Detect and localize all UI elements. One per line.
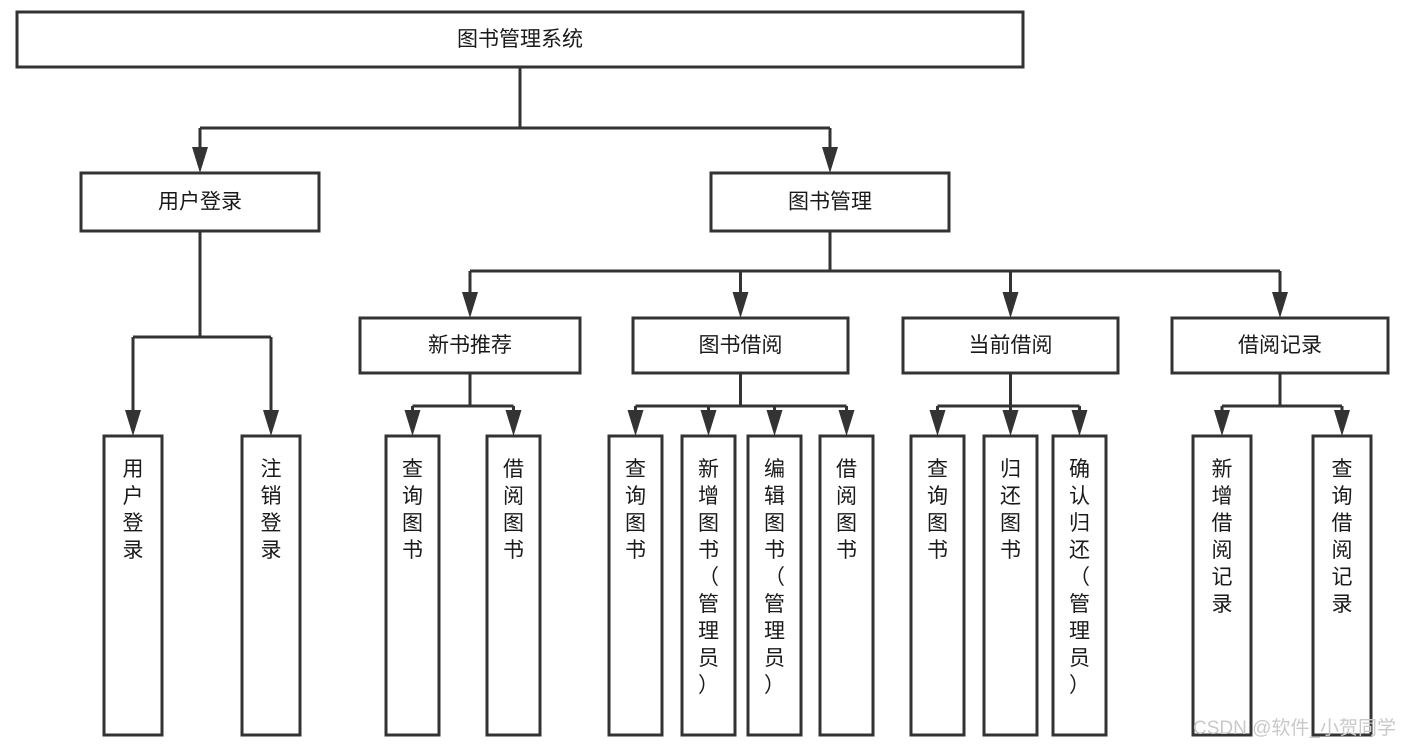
node-label: 注销登录	[261, 458, 282, 562]
csdn-watermark: CSDN @软件_小贺同学	[1193, 717, 1396, 739]
arrow-head-leaf-query-book-3	[929, 410, 946, 436]
arrow-head-leaf-user-login	[125, 410, 141, 436]
node-box	[818, 434, 875, 737]
node-label: 当前借阅	[969, 334, 1053, 357]
node-label: 图书借阅	[699, 334, 783, 357]
node-label: 确认归还（管理员）	[1069, 458, 1090, 697]
node-box	[909, 434, 966, 737]
node-user-login[interactable]: 用户登录	[79, 171, 321, 233]
node-leaf-query-record[interactable]: 查询借阅记录	[1311, 434, 1373, 737]
node-box	[485, 434, 542, 737]
node-box	[1191, 434, 1253, 737]
node-box	[102, 434, 164, 737]
node-leaf-query-book-2[interactable]: 查询图书	[607, 434, 664, 737]
node-new-book-rec[interactable]: 新书推荐	[358, 316, 582, 375]
node-box	[240, 434, 302, 737]
arrow-head-leaf-query-book-1	[404, 410, 421, 436]
node-box	[384, 434, 441, 737]
node-current-borrow[interactable]: 当前借阅	[901, 316, 1120, 375]
node-label: 归还图书	[1000, 458, 1021, 562]
node-box	[358, 316, 582, 375]
node-box	[607, 434, 664, 737]
node-box	[982, 434, 1039, 737]
node-label: 编辑图书（管理员）	[764, 458, 785, 697]
node-label: 查询借阅记录	[1332, 458, 1353, 616]
node-box	[631, 316, 850, 375]
node-label: 查询图书	[625, 458, 646, 562]
node-box	[709, 171, 951, 233]
node-box	[1051, 434, 1108, 737]
node-label: 新书推荐	[428, 334, 512, 357]
arrow-head-current-borrow	[1002, 292, 1019, 318]
arrow-head-leaf-add-book	[700, 410, 717, 436]
node-box	[1311, 434, 1373, 737]
arrow-head-leaf-return-book	[1002, 410, 1019, 436]
node-box	[15, 10, 1025, 69]
node-leaf-add-record[interactable]: 新增借阅记录	[1191, 434, 1253, 737]
arrow-head-leaf-edit-book	[766, 410, 783, 436]
arrow-head-user-login	[192, 147, 208, 173]
node-leaf-borrow-book-2[interactable]: 借阅图书	[818, 434, 875, 737]
node-label: 查询图书	[402, 458, 423, 562]
node-label: 新增图书（管理员）	[698, 458, 719, 697]
arrow-head-leaf-query-record	[1334, 410, 1350, 436]
node-leaf-query-book-1[interactable]: 查询图书	[384, 434, 441, 737]
node-book-borrow[interactable]: 图书借阅	[631, 316, 850, 375]
node-label: 用户登录	[158, 191, 242, 214]
node-box	[901, 316, 1120, 375]
arrow-head-leaf-add-record	[1214, 410, 1230, 436]
arrow-head-leaf-logout	[263, 410, 279, 436]
node-box	[746, 434, 803, 737]
node-label: 图书管理	[788, 191, 872, 214]
arrow-head-leaf-borrow-book-2	[838, 410, 855, 436]
node-leaf-confirm-return[interactable]: 确认归还（管理员）	[1051, 434, 1108, 737]
node-book-manage[interactable]: 图书管理	[709, 171, 951, 233]
arrow-head-new-book-rec	[462, 292, 478, 318]
node-root-图书管理系统[interactable]: 图书管理系统	[15, 10, 1025, 69]
arrow-head-book-manage	[822, 147, 838, 173]
node-leaf-logout[interactable]: 注销登录	[240, 434, 302, 737]
arrow-head-leaf-query-book-2	[627, 410, 644, 436]
node-borrow-record[interactable]: 借阅记录	[1170, 316, 1390, 375]
node-label: 借阅图书	[836, 458, 857, 562]
node-label: 新增借阅记录	[1212, 458, 1233, 616]
node-label: 图书管理系统	[457, 28, 583, 51]
node-label: 用户登录	[123, 458, 144, 562]
arrow-head-book-borrow	[732, 292, 749, 318]
arrow-head-leaf-confirm-return	[1071, 410, 1088, 436]
node-label: 借阅记录	[1238, 334, 1322, 357]
node-box	[680, 434, 737, 737]
node-leaf-query-book-3[interactable]: 查询图书	[909, 434, 966, 737]
node-leaf-edit-book[interactable]: 编辑图书（管理员）	[746, 434, 803, 737]
node-leaf-return-book[interactable]: 归还图书	[982, 434, 1039, 737]
nodes-layer: 图书管理系统用户登录图书管理新书推荐图书借阅当前借阅借阅记录用户登录注销登录查询…	[15, 10, 1390, 737]
arrow-head-borrow-record	[1272, 292, 1288, 318]
node-leaf-borrow-book-1[interactable]: 借阅图书	[485, 434, 542, 737]
node-leaf-add-book[interactable]: 新增图书（管理员）	[680, 434, 737, 737]
edges-layer	[125, 67, 1350, 436]
node-box	[1170, 316, 1390, 375]
node-leaf-user-login[interactable]: 用户登录	[102, 434, 164, 737]
node-box	[79, 171, 321, 233]
node-label: 查询图书	[927, 458, 948, 562]
arrow-head-leaf-borrow-book-1	[505, 410, 522, 436]
node-label: 借阅图书	[503, 458, 524, 562]
